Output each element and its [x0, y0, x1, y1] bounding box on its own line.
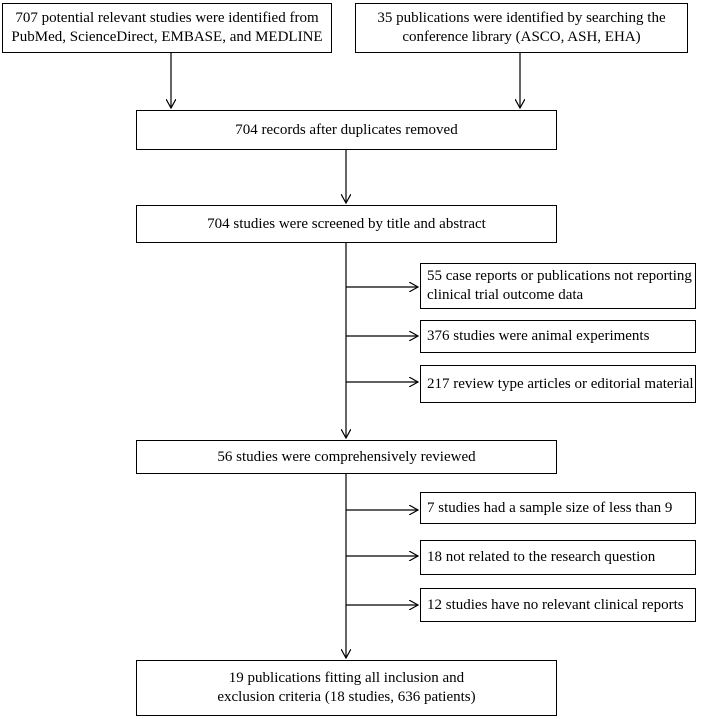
- source-pubmed-line2: PubMed, ScienceDirect, EMBASE, and MEDLI…: [11, 29, 323, 45]
- box-exclusion-review: 217 review type articles or editorial ma…: [420, 365, 696, 403]
- box-source-pubmed: 707 potential relevant studies were iden…: [2, 3, 332, 53]
- final-line2: exclusion criteria (18 studies, 636 pati…: [217, 689, 476, 705]
- box-final-included: 19 publications fitting all inclusion an…: [136, 660, 557, 716]
- exclusion-case-reports-line2: clinical trial outcome data: [427, 287, 584, 303]
- exclusion-no-clinical-text: 12 studies have no relevant clinical rep…: [427, 596, 684, 613]
- reviewed-text: 56 studies were comprehensively reviewed: [217, 448, 476, 465]
- box-exclusion-animal: 376 studies were animal experiments: [420, 320, 696, 353]
- box-exclusion-case-reports: 55 case reports or publications not repo…: [420, 263, 696, 309]
- exclusion-not-related-text: 18 not related to the research question: [427, 549, 656, 565]
- exclusion-sample-size-text: 7 studies had a sample size of less than…: [427, 499, 673, 516]
- source-conference-line2: conference library (ASCO, ASH, EHA): [402, 29, 641, 45]
- duplicates-removed-text: 704 records after duplicates removed: [235, 121, 458, 138]
- box-exclusion-no-clinical: 12 studies have no relevant clinical rep…: [420, 588, 696, 622]
- exclusion-case-reports-line1: 55 case reports or publications not repo…: [427, 268, 692, 284]
- final-line1: 19 publications fitting all inclusion an…: [228, 670, 465, 686]
- source-pubmed-line1: 707 potential relevant studies were iden…: [15, 10, 319, 26]
- exclusion-animal-text: 376 studies were animal experiments: [427, 328, 650, 344]
- box-duplicates-removed: 704 records after duplicates removed: [136, 110, 557, 150]
- exclusion-review-text: 217 review type articles or editorial ma…: [427, 375, 694, 392]
- box-reviewed: 56 studies were comprehensively reviewed: [136, 440, 557, 474]
- box-exclusion-sample-size: 7 studies had a sample size of less than…: [420, 492, 696, 524]
- box-source-conference: 35 publications were identified by searc…: [355, 3, 688, 53]
- screened-text: 704 studies were screened by title and a…: [207, 215, 486, 232]
- box-exclusion-not-related: 18 not related to the research question: [420, 540, 696, 575]
- source-conference-line1: 35 publications were identified by searc…: [377, 10, 666, 26]
- box-screened: 704 studies were screened by title and a…: [136, 205, 557, 243]
